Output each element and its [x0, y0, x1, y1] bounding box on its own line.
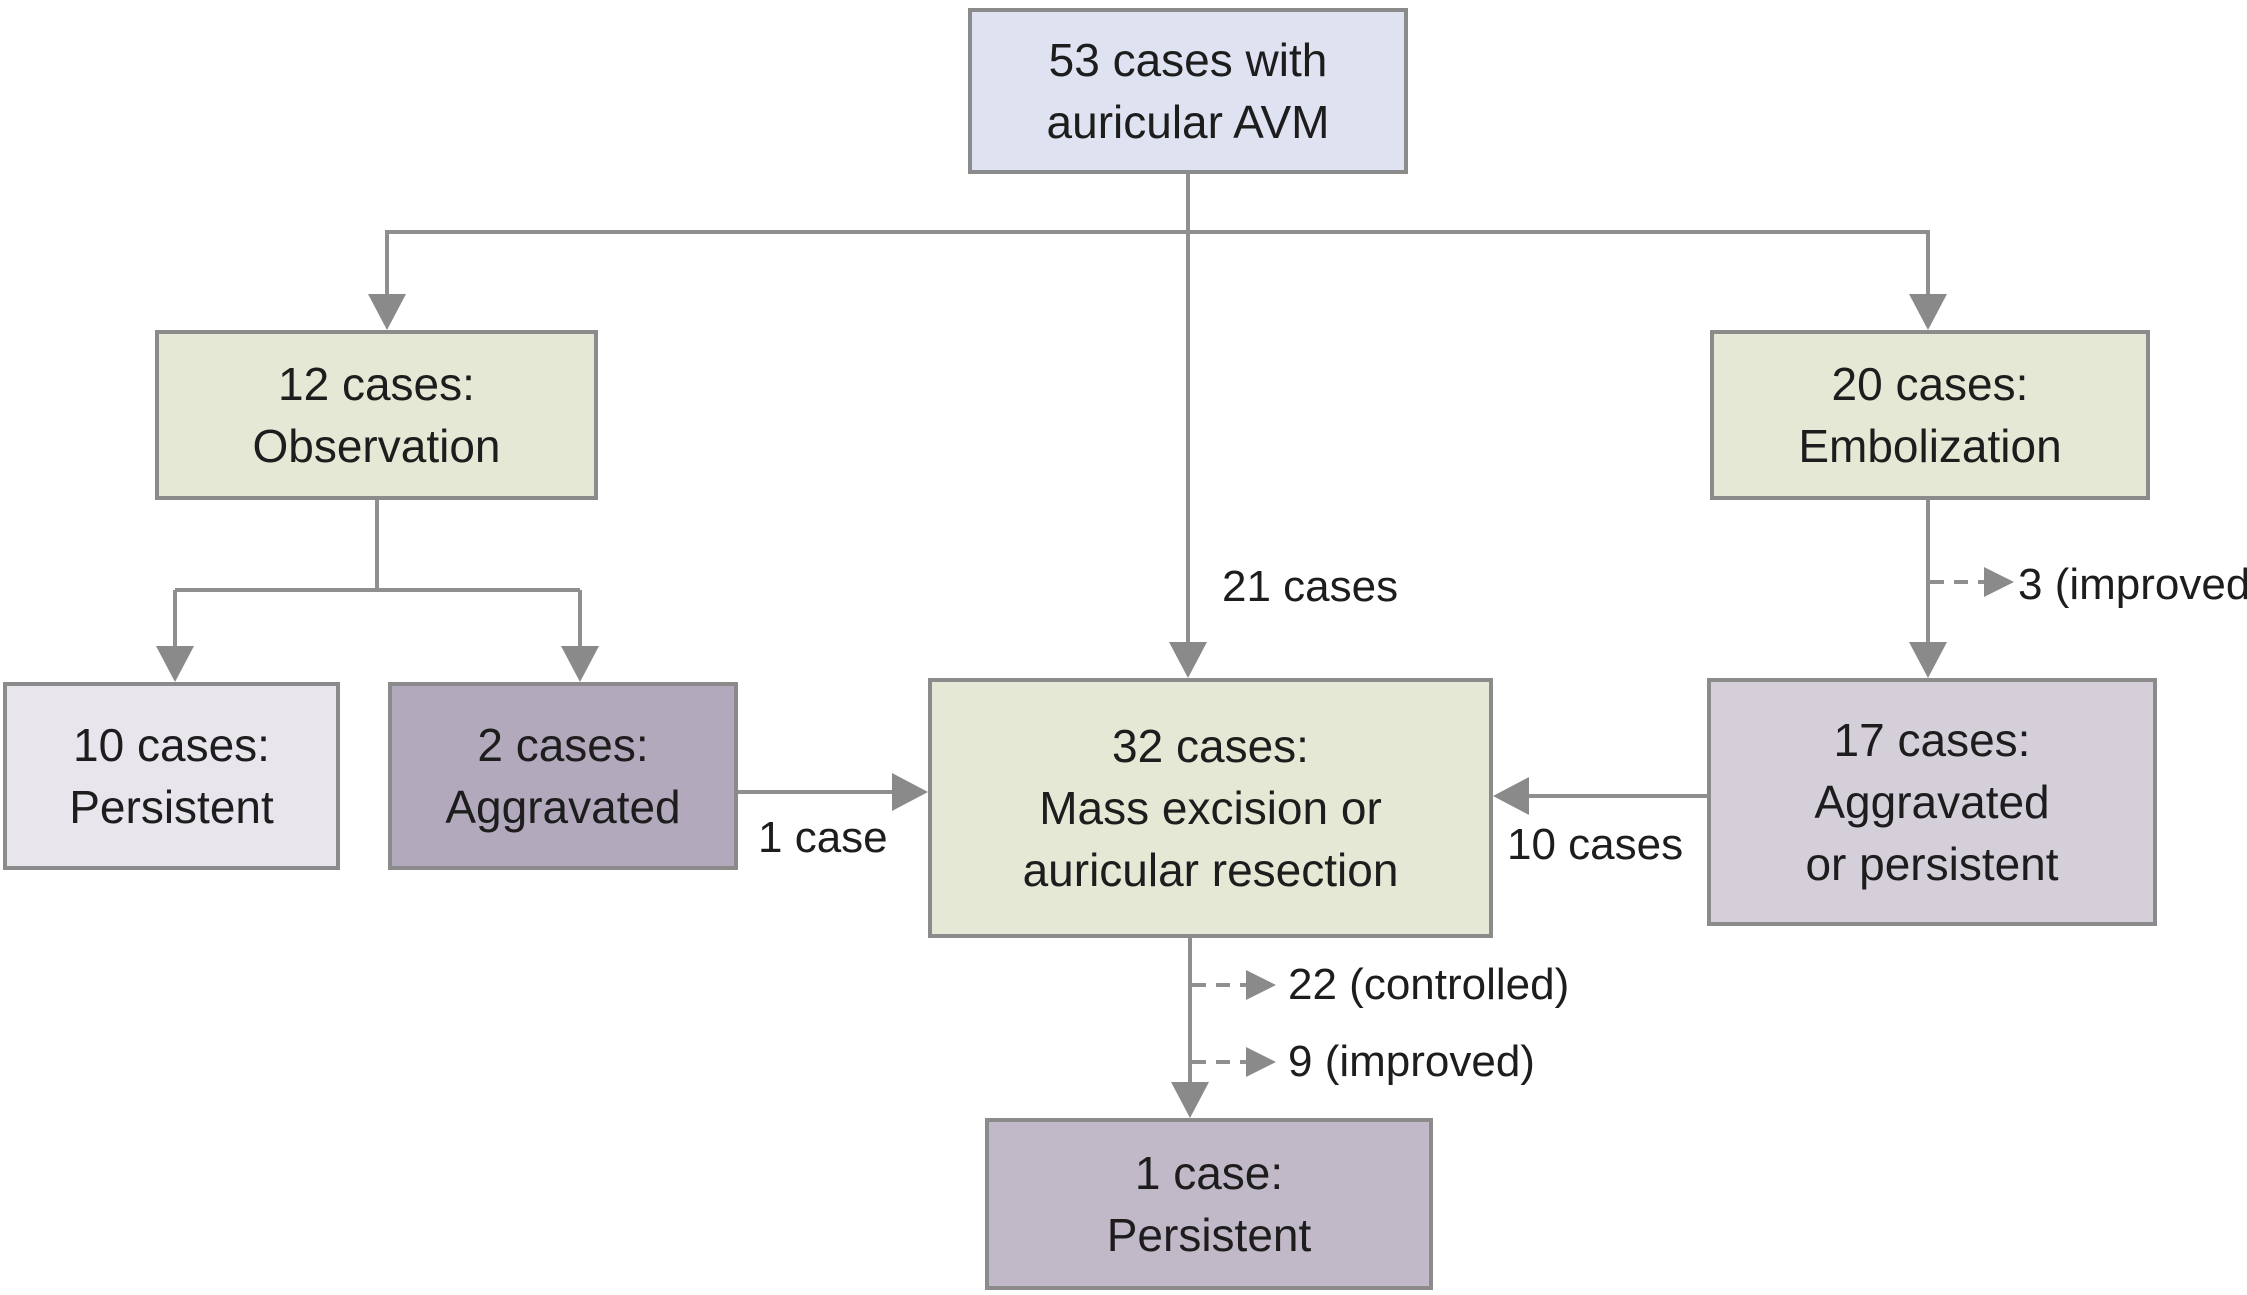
node-observation: 12 cases: Observation [155, 330, 598, 500]
arrowhead-icon [892, 773, 928, 811]
arrow-observation-to-children [156, 500, 599, 682]
node-persistent1-label: 1 case: Persistent [1106, 1147, 1312, 1261]
node-persistent10: 10 cases: Persistent [3, 682, 340, 870]
node-aggravated17-label: 17 cases: Aggravated or persistent [1805, 714, 2059, 890]
arrowhead-icon [368, 294, 406, 330]
arrowhead-icon [1169, 642, 1207, 678]
arrowhead-icon [561, 646, 599, 682]
arrow-excision-to-persistent1 [1171, 938, 1209, 1118]
arrowhead-icon [1909, 294, 1947, 330]
arrow-root-to-observation-embolization [368, 230, 1947, 330]
arrow-embolization-improved [1930, 567, 2014, 597]
edge-label-1-case: 1 case [758, 813, 888, 862]
edge-label-22-controlled: 22 (controlled) [1288, 960, 1570, 1009]
node-excision: 32 cases: Mass excision or auricular res… [928, 678, 1493, 938]
node-embolization-label: 20 cases: Embolization [1798, 358, 2062, 472]
edge-label-9-improved: 9 (improved) [1288, 1037, 1535, 1086]
node-embolization: 20 cases: Embolization [1710, 330, 2150, 500]
arrowhead-icon [1493, 777, 1529, 815]
node-excision-label: 32 cases: Mass excision or auricular res… [1022, 720, 1399, 896]
arrow-aggravated17-to-excision [1493, 777, 1707, 815]
arrowhead-icon [1246, 970, 1276, 1000]
arrow-embolization-to-aggravated17 [1909, 500, 1947, 678]
node-root-label: 53 cases with auricular AVM [1046, 34, 1330, 148]
edge-label-21-cases: 21 cases [1222, 562, 1399, 611]
arrowhead-icon [156, 646, 194, 682]
arrow-root-to-excision [1169, 174, 1207, 678]
node-aggravated2-label: 2 cases: Aggravated [445, 719, 681, 833]
arrow-aggravated2-to-excision [738, 773, 928, 811]
edge-label-10-cases: 10 cases [1507, 820, 1684, 869]
node-aggravated2: 2 cases: Aggravated [388, 682, 738, 870]
node-persistent1: 1 case: Persistent [985, 1118, 1433, 1290]
arrow-excision-improved [1192, 1047, 1276, 1077]
arrowhead-icon [1909, 642, 1947, 678]
arrow-excision-controlled [1192, 970, 1276, 1000]
arrowhead-icon [1984, 567, 2014, 597]
node-observation-label: 12 cases: Observation [252, 358, 501, 472]
node-aggravated17: 17 cases: Aggravated or persistent [1707, 678, 2157, 926]
edge-label-3-improved: 3 (improved) [2018, 560, 2247, 609]
node-persistent10-label: 10 cases: Persistent [69, 719, 274, 833]
node-root: 53 cases with auricular AVM [968, 8, 1408, 174]
arrowhead-icon [1246, 1047, 1276, 1077]
arrowhead-icon [1171, 1082, 1209, 1118]
